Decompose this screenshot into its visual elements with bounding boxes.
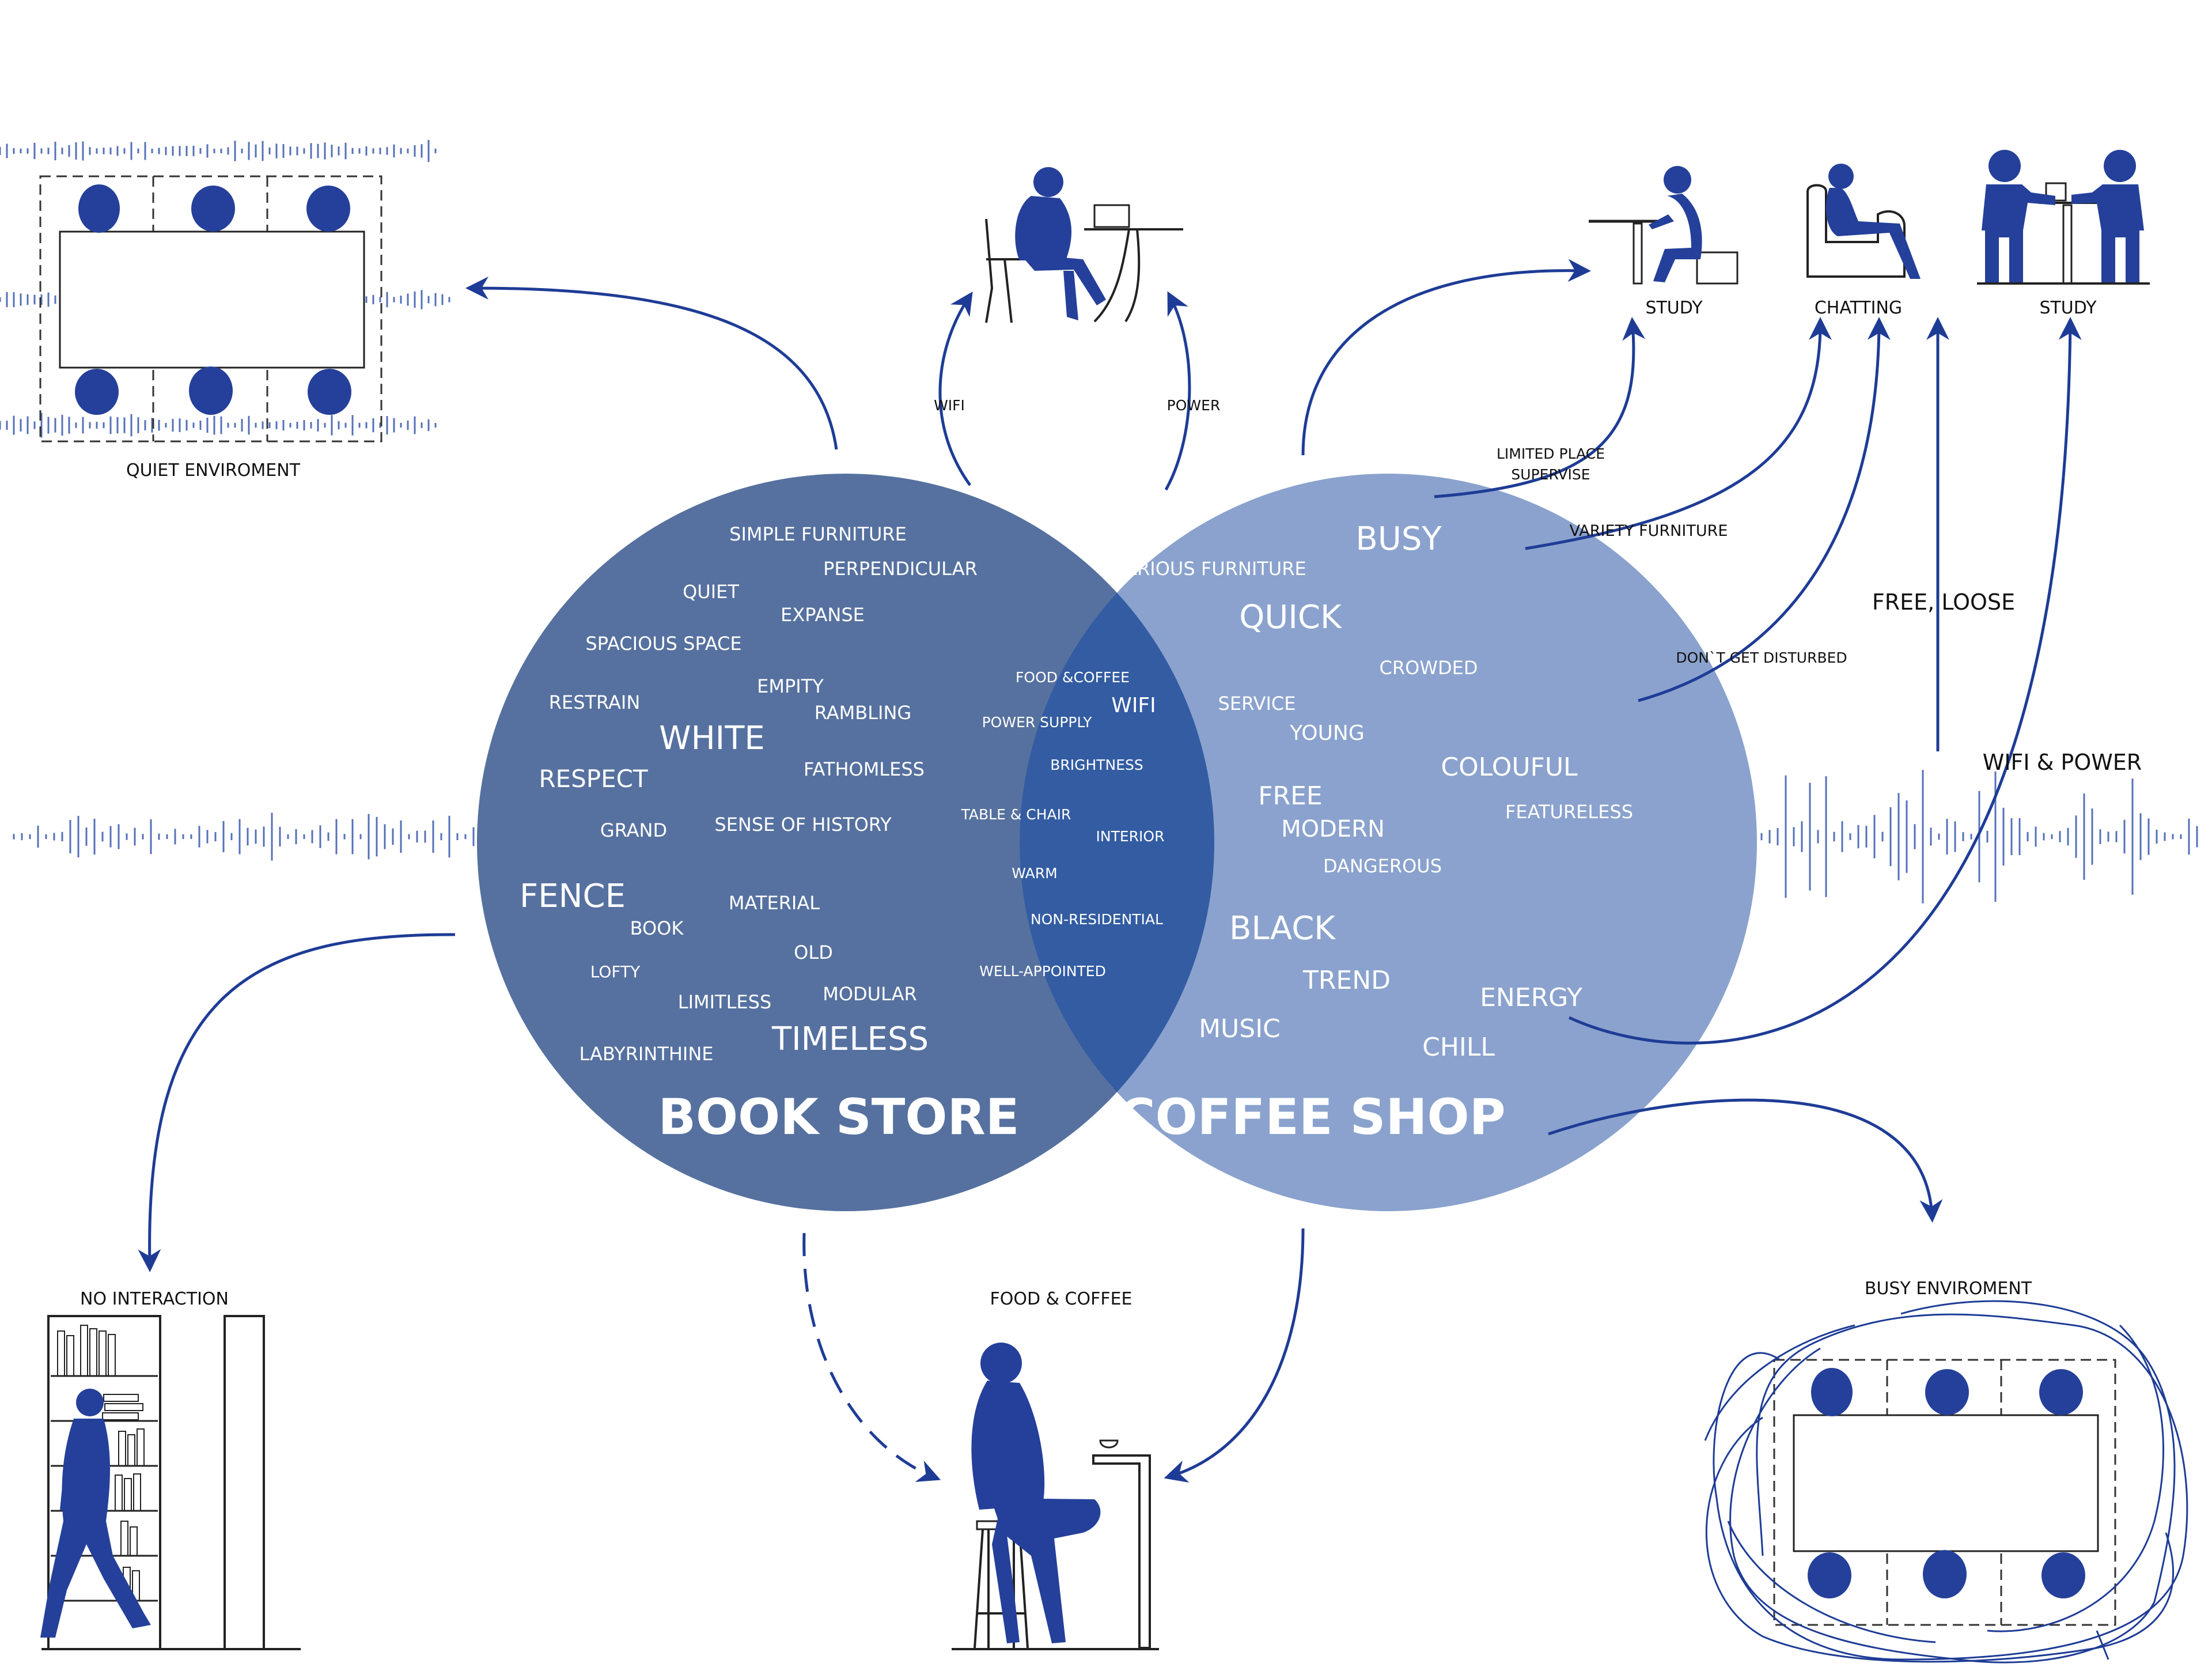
coffee-shop-title: COFFEE SHOP [1119,1088,1505,1146]
book-word: TIMELESS [771,1020,929,1058]
overlap-word: TABLE & CHAIR [961,806,1071,823]
arrow-coffee-food [1164,1228,1305,1483]
coffee-word: BLACK [1229,910,1336,947]
arrow-power [1164,291,1191,491]
supervise-label: SUPERVISE [1511,466,1590,483]
coffee-word: QUICK [1239,599,1342,636]
study-person-icon [1589,166,1738,285]
overlap-word: WELL-APPOINTED [979,963,1106,980]
arrow-dont-disturbed [1638,317,1891,702]
free-loose-label: FREE, LOOSE [1872,589,2015,615]
coffee-word: FEATURELESS [1505,801,1633,823]
coffee-word: CHILL [1422,1033,1495,1062]
overlap-word: INTERIOR [1096,828,1165,845]
book-word: MATERIAL [729,892,820,914]
book-store-circle [477,474,1214,1211]
power-label: POWER [1167,397,1221,414]
quiet-env-label: QUIET ENVIROMENT [126,460,301,481]
book-word: EMPITY [757,675,824,697]
laptop-person-icon [985,167,1183,323]
arrow-to-study [1301,259,1591,456]
bar-stool-person-icon [952,1343,1159,1650]
busy-env-label: BUSY ENVIROMENT [1865,1279,2032,1299]
book-word: SENSE OF HISTORY [714,814,892,836]
book-word: PERPENDICULAR [823,558,978,580]
coffee-word: BUSY [1355,520,1442,558]
wifi-label: WIFI [934,397,965,414]
arrow-to-no-interaction [138,933,456,1272]
bookshelf-person-icon [40,1315,301,1650]
arrow-to-quiet [465,277,838,450]
book-word: SIMPLE FURNITURE [729,523,907,545]
overlap-word: WARM [1012,865,1057,882]
book-word: OLD [794,942,833,963]
coffee-word: COLOUFUL [1441,753,1578,782]
book-word: RESPECT [539,765,648,793]
busy-table-plan-icon [1704,1300,2188,1664]
coffee-word: YOUNG [1289,721,1365,745]
book-word: FATHOMLESS [804,758,925,780]
chatting-label: CHATTING [1815,298,1902,318]
no-interaction-label: NO INTERACTION [80,1289,229,1309]
arrow-wifi-power [1568,317,2082,1045]
coffee-word: SERVICE [1218,693,1296,714]
book-word: FENCE [520,878,626,915]
standing-pair-icon [1977,150,2150,285]
book-word: SPACIOUS SPACE [585,633,741,655]
book-word: RESTRAIN [549,691,641,713]
wifi-power-label: WIFI & POWER [1983,750,2142,775]
arrow-labels: WIFI POWER LIMITED PLACE SUPERVISE VARIE… [80,298,2142,1309]
book-word: EXPANSE [781,604,865,626]
study1-label: STUDY [1645,298,1703,318]
arrow-wifi [938,291,973,486]
coffee-word: VARIOUS FURNITURE [1113,558,1306,580]
book-word: QUIET [683,581,739,603]
coffee-word: CROWDED [1380,657,1478,679]
dont-disturbed-label: DON`T GET DISTURBED [1676,649,1847,666]
book-word: LABYRINTHINE [579,1043,713,1065]
overlap-word: NON-RESIDENTIAL [1031,911,1163,928]
book-word: GRAND [600,819,667,841]
book-word: MODULAR [823,983,917,1005]
arrow-limited-place [1434,317,1646,498]
arrows [138,259,2082,1483]
armchair-person-icon [1806,164,1921,279]
coffee-word: MUSIC [1199,1014,1281,1044]
overlap-word: BRIGHTNESS [1050,757,1143,773]
book-word: LIMITLESS [678,991,772,1013]
coffee-word: MODERN [1281,816,1385,842]
arrow-to-busy [1548,1098,1943,1223]
coffee-word: DANGEROUS [1323,855,1442,877]
arrow-dashed-food [802,1233,941,1482]
coffee-word: FREE [1258,781,1322,811]
overlap-word: FOOD &COFFEE [1016,669,1130,686]
study2-label: STUDY [2039,298,2097,318]
table-plan-icon [39,175,382,443]
overlap-words: FOOD &COFFEE WIFI POWER SUPPLY BRIGHTNES… [961,669,1165,980]
book-word: LOFTY [590,962,641,981]
variety-furniture-label: VARIETY FURNITURE [1570,522,1728,540]
overlap-word: POWER SUPPLY [982,714,1093,731]
book-store-words: SIMPLE FURNITURE PERPENDICULAR QUIET EXP… [520,523,1020,1146]
limited-place-label: LIMITED PLACE [1497,445,1605,462]
overlap-word: WIFI [1111,694,1156,717]
coffee-word: TREND [1302,966,1391,995]
book-word: BOOK [630,917,684,939]
coffee-shop-words: BUSY VARIOUS FURNITURE QUICK CROWDED SER… [1113,520,1633,1146]
book-word: WHITE [659,720,765,757]
book-word: RAMBLING [815,702,911,724]
coffee-shop-circle [1020,474,1757,1211]
coffee-word: ENERGY [1480,983,1582,1012]
food-coffee-label: FOOD & COFFEE [990,1289,1132,1309]
book-store-title: BOOK STORE [658,1088,1019,1146]
arrow-variety-furniture [1525,317,1832,550]
